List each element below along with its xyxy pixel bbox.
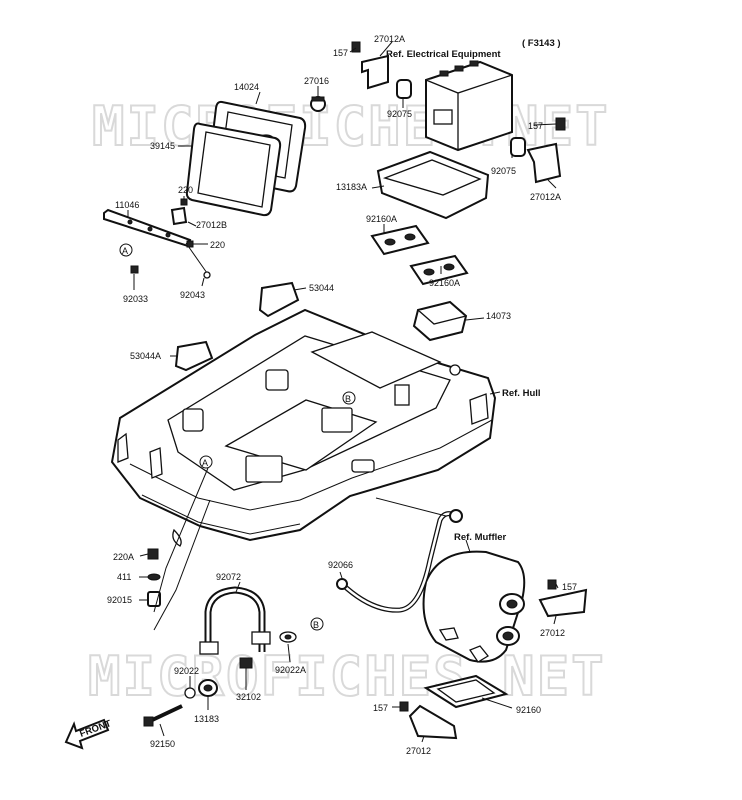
cushion-92075-left [396,79,412,99]
leader-callout-a-hull [153,499,211,631]
label-27012B: 27012B [196,220,227,230]
pad-92160 [423,674,509,709]
leader-hull-hose [375,497,447,517]
pad-92160A-left [370,224,430,256]
washer-92022 [184,687,196,699]
label-92015: 92015 [107,595,132,605]
gasket-53044A [174,340,214,372]
label-92043: 92043 [180,290,205,300]
label-13183: 13183 [194,714,219,724]
svg-text:B: B [345,394,351,404]
muffler-assembly [422,550,526,663]
hose-92066 [336,509,463,613]
label-92033: 92033 [123,294,148,304]
label-411: 411 [117,572,131,582]
label-14024: 14024 [234,82,259,92]
bracket-27012A-top [351,41,389,90]
watermark-bottom: MICROFICHES.NET [88,645,606,708]
bolt-92150 [143,704,183,727]
label-27016: 27016 [304,76,329,86]
leader-92015-hull [153,467,209,613]
label-92160A-right: 92160A [429,278,460,288]
cushion-92075-right [510,137,526,157]
label-92160: 92160 [516,705,541,715]
ref-muffler-label: Ref. Muffler [454,532,507,543]
cover-14073 [412,300,468,342]
label-220-top: 220 [178,185,193,195]
label-220A: 220A [113,552,134,562]
label-92160A-left: 92160A [366,214,397,224]
clip-27012B [170,206,188,226]
bolt-220-mid [186,240,194,248]
label-157-top: 157 [333,48,348,58]
svg-text:A: A [202,458,208,468]
label-14073: 14073 [486,311,511,321]
label-11046: 11046 [115,200,139,210]
label-92075-left: 92075 [387,109,412,119]
knob-27016 [310,96,326,112]
bolt-220A [147,548,159,560]
spacer-92015 [147,591,161,607]
callout-b-strap: B [310,617,324,631]
label-220-mid: 220 [210,240,225,250]
label-92022: 92022 [174,666,199,676]
hull-tray [110,308,497,547]
label-27012A-top: 27012A [374,34,405,44]
label-157-bottom: 157 [373,703,388,713]
label-27012A-right: 27012A [530,192,561,202]
strap-92072 [199,586,271,655]
battery-electrical-equipment [425,60,513,152]
pad-92160A-right [409,254,469,286]
label-39145: 39145 [150,141,175,151]
ref-electrical-label: Ref. Electrical Equipment [386,49,501,60]
svg-text:B: B [313,620,319,630]
leader-lines [127,41,559,743]
grommet-13183 [198,679,218,697]
callout-a-hull: A [199,455,213,469]
front-label: FRONT [78,718,113,740]
drawing-code: ( F3143 ) [522,38,561,49]
nut-32102 [239,657,253,669]
svg-text:A: A [122,246,128,256]
gasket-39145 [185,122,282,217]
label-92022A: 92022A [275,665,306,675]
label-27012-muffler: 27012 [540,628,565,638]
label-157-muffler: 157 [562,582,577,592]
label-92066: 92066 [328,560,353,570]
label-92150: 92150 [150,739,175,749]
battery-tray-13183A [376,150,490,220]
label-13183A: 13183A [336,182,367,192]
part-labels: Ref. Electrical Equipment Ref. Hull Ref.… [107,34,577,756]
washer-411 [147,573,161,581]
bracket-27012-muffler [538,579,588,618]
ref-hull-label: Ref. Hull [502,388,541,399]
label-157-right: 157 [528,121,543,131]
gasket-53044 [258,281,300,318]
label-32102: 32102 [236,692,261,702]
front-arrow: FRONT [64,718,113,750]
label-53044: 53044 [309,283,334,293]
label-53044A: 53044A [130,351,161,361]
callout-a-left: A [119,243,133,257]
nut-92033 [130,265,139,274]
callout-b-hull: B [342,391,356,405]
label-27012-bottom: 27012 [406,746,431,756]
label-92075-right: 92075 [491,166,516,176]
washer-92022A [279,631,297,643]
label-92072: 92072 [216,572,241,582]
